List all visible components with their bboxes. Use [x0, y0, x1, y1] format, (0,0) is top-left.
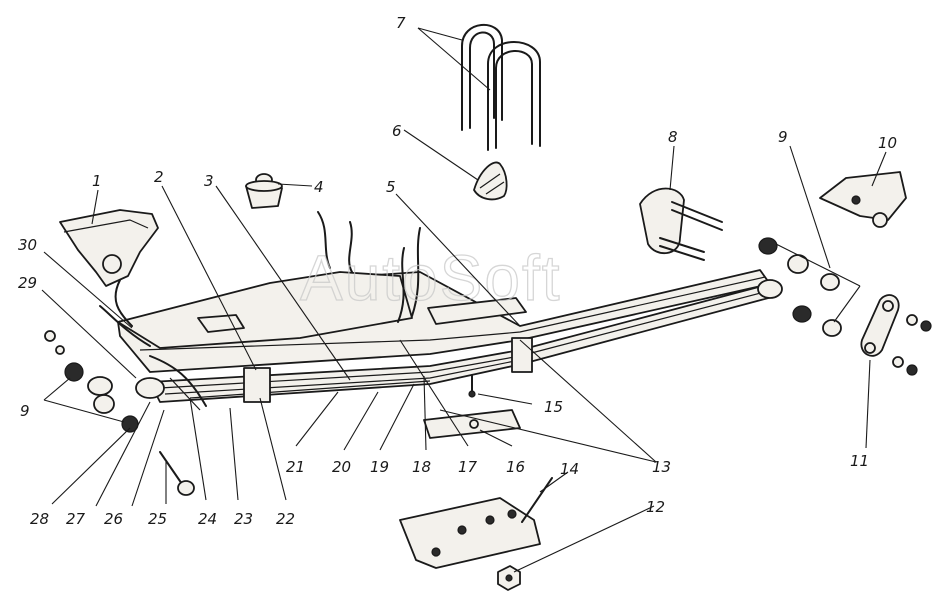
callout-28: 28: [30, 510, 49, 528]
callout-9-rear: 9: [778, 128, 788, 146]
callout-15: 15: [544, 398, 563, 416]
front-bracket: [59, 209, 159, 287]
callout-18: 18: [412, 458, 431, 476]
spring-clip: [511, 337, 533, 373]
callout-22: 22: [276, 510, 295, 528]
rear-shackle-plate: [639, 187, 723, 261]
spring-clip: [243, 367, 271, 403]
pad-plates: [423, 409, 521, 439]
callout-27: 27: [66, 510, 86, 528]
callout-25: 25: [148, 510, 167, 528]
callout-20: 20: [332, 458, 351, 476]
nut: [497, 565, 521, 591]
spring-clamp-plate: [399, 477, 553, 569]
callout-5: 5: [386, 178, 396, 196]
callout-13: 13: [652, 458, 671, 476]
callout-23: 23: [234, 510, 253, 528]
bolt: [159, 451, 195, 496]
callout-24: 24: [198, 510, 217, 528]
watermark: AutoSoft: [300, 242, 562, 314]
callout-2: 2: [154, 168, 164, 186]
callout-21: 21: [286, 458, 305, 476]
bump-stop-buffer: [245, 173, 283, 209]
callout-4: 4: [314, 178, 324, 196]
callout-29: 29: [18, 274, 37, 292]
callout-10: 10: [878, 134, 897, 152]
callout-19: 19: [370, 458, 389, 476]
callout-labels: 1 2 3 4 5 6 7 8 9 10 11 12 13 14 15 16 1…: [18, 14, 897, 528]
callout-26: 26: [104, 510, 123, 528]
front-bushings: [44, 330, 139, 433]
callout-8: 8: [668, 128, 678, 146]
callout-11: 11: [850, 452, 869, 470]
callout-30: 30: [18, 236, 37, 254]
leader-lines: [41, 27, 887, 573]
rear-bushings: [758, 237, 842, 337]
u-bolts: [461, 24, 541, 151]
callout-16: 16: [506, 458, 525, 476]
callout-9-front: 9: [20, 402, 30, 420]
rear-bracket: [819, 171, 907, 228]
callout-3: 3: [204, 172, 214, 190]
callout-1: 1: [92, 172, 102, 190]
callout-12: 12: [646, 498, 665, 516]
cone-buffer: [473, 161, 508, 201]
leaf-spring-pack: [99, 211, 783, 411]
shackle-side-plate: [860, 294, 932, 376]
callout-17: 17: [458, 458, 478, 476]
callout-14: 14: [560, 460, 579, 478]
callout-7: 7: [396, 14, 406, 32]
callout-6: 6: [392, 122, 402, 140]
